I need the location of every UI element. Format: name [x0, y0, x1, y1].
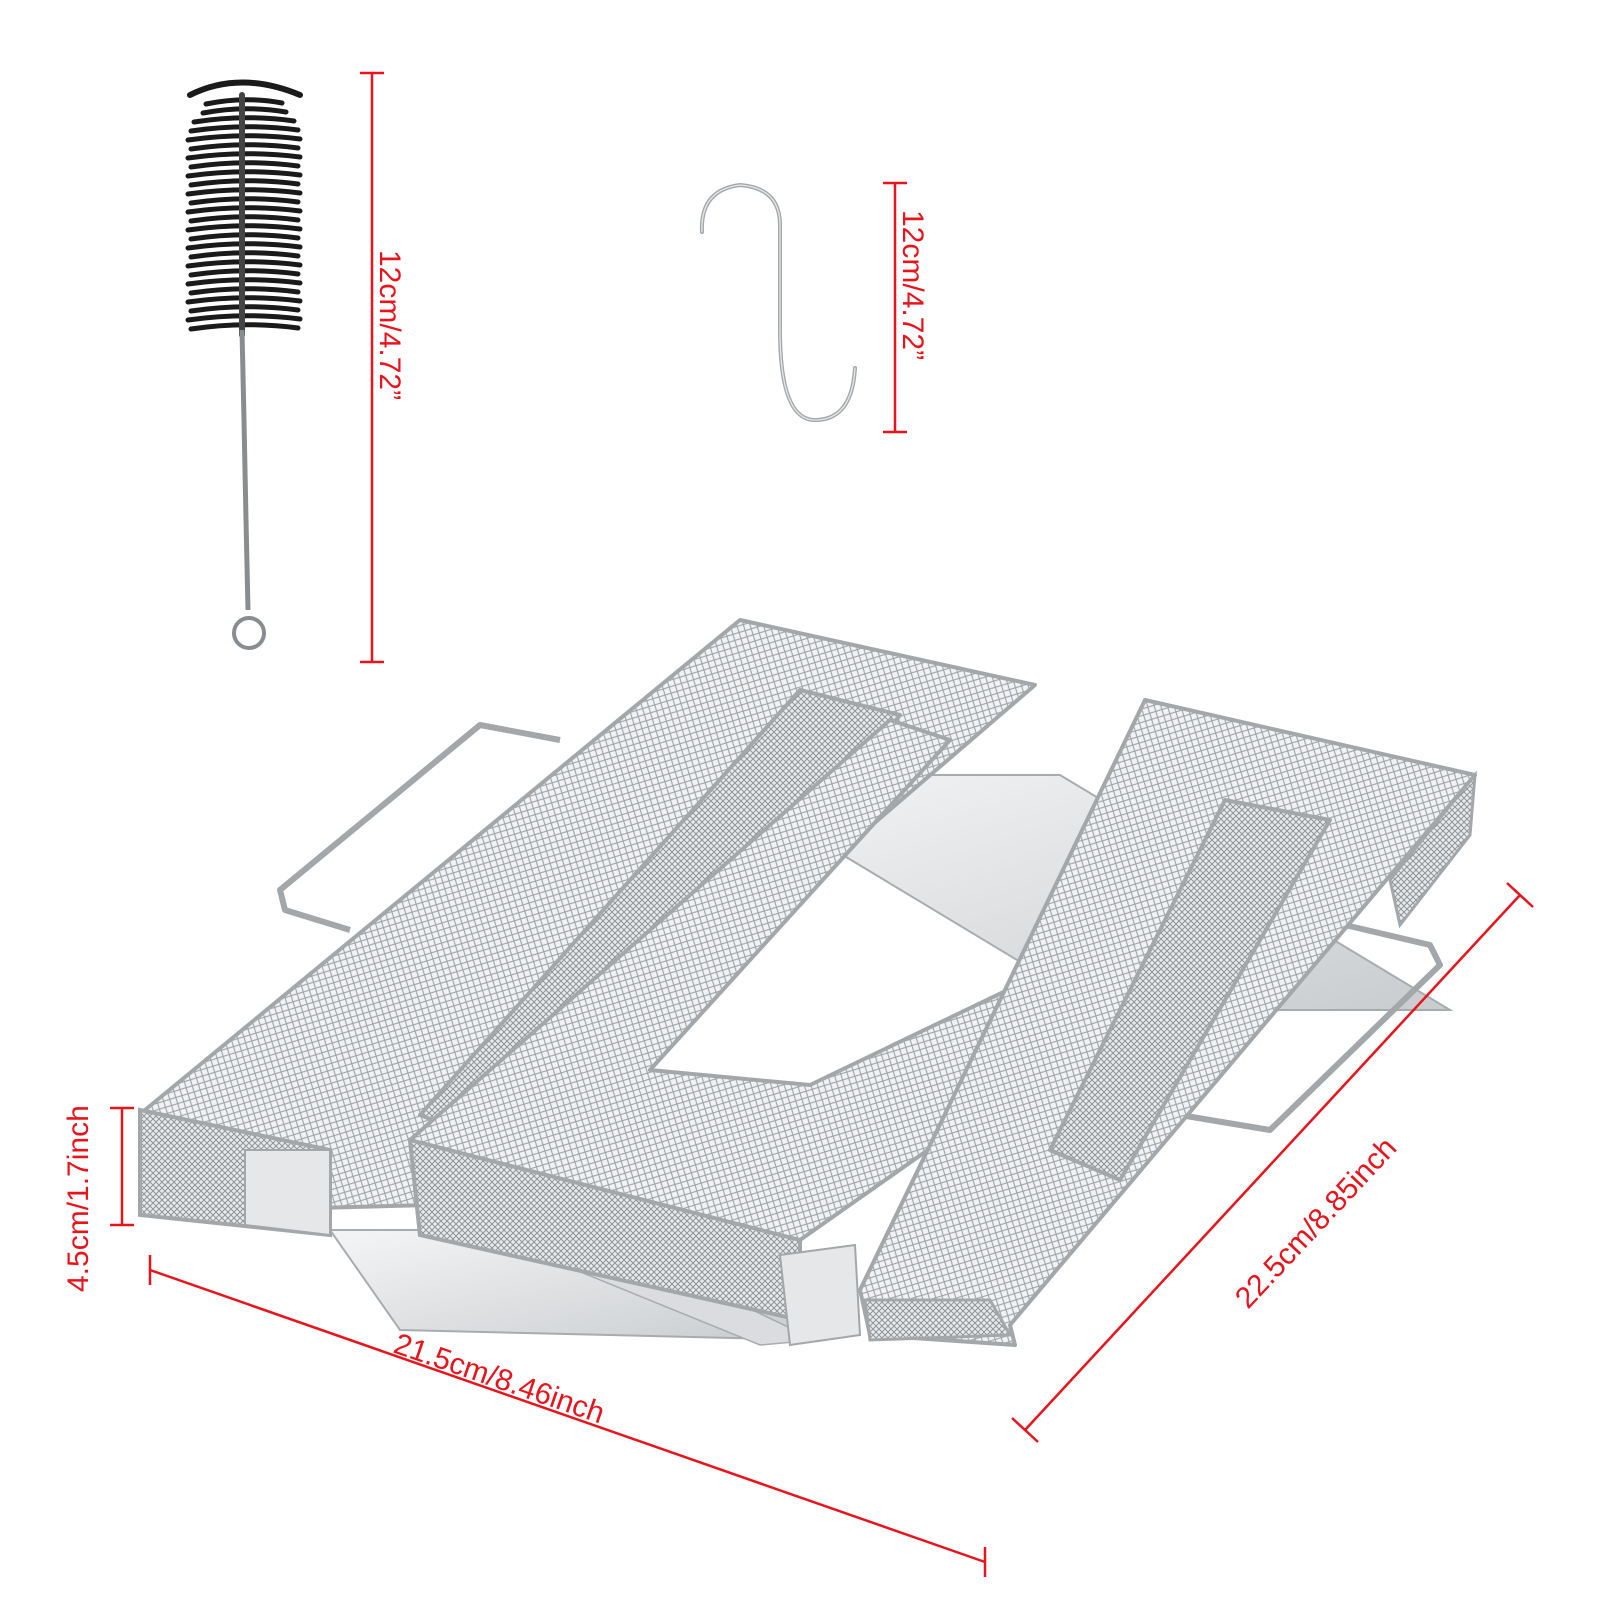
hook-length-label: 12cm/4.72” — [896, 210, 929, 360]
left-handle — [277, 722, 561, 933]
s-hook-icon — [699, 182, 857, 423]
right-side-wall — [1388, 770, 1477, 929]
depth-label: 22.5cm/8.85inch — [1229, 1131, 1403, 1315]
depth-dimension-line — [1011, 882, 1534, 1443]
brush-bristles — [185, 79, 303, 338]
brush-dimension-line — [360, 71, 384, 664]
brush-ring — [232, 616, 266, 650]
right-handle — [1179, 922, 1443, 1133]
width-label: 21.5cm/8.46inch — [390, 1327, 609, 1430]
right-channel-inner — [1048, 798, 1332, 1182]
brush-wire-handle — [239, 329, 251, 611]
right-end-face — [863, 1298, 1013, 1342]
cleaning-brush-icon — [185, 79, 303, 650]
hook-dimension-line — [883, 181, 907, 434]
right-end-plate — [778, 1243, 862, 1347]
height-label: 4.5cm/1.7inch — [62, 1105, 95, 1292]
width-dimension-line — [148, 1255, 987, 1577]
smoker-mesh-box-icon — [138, 618, 1477, 1347]
left-end-plate — [244, 1149, 331, 1237]
brush-length-label: 12cm/4.72” — [373, 250, 406, 400]
height-dimension-line — [110, 1106, 134, 1227]
